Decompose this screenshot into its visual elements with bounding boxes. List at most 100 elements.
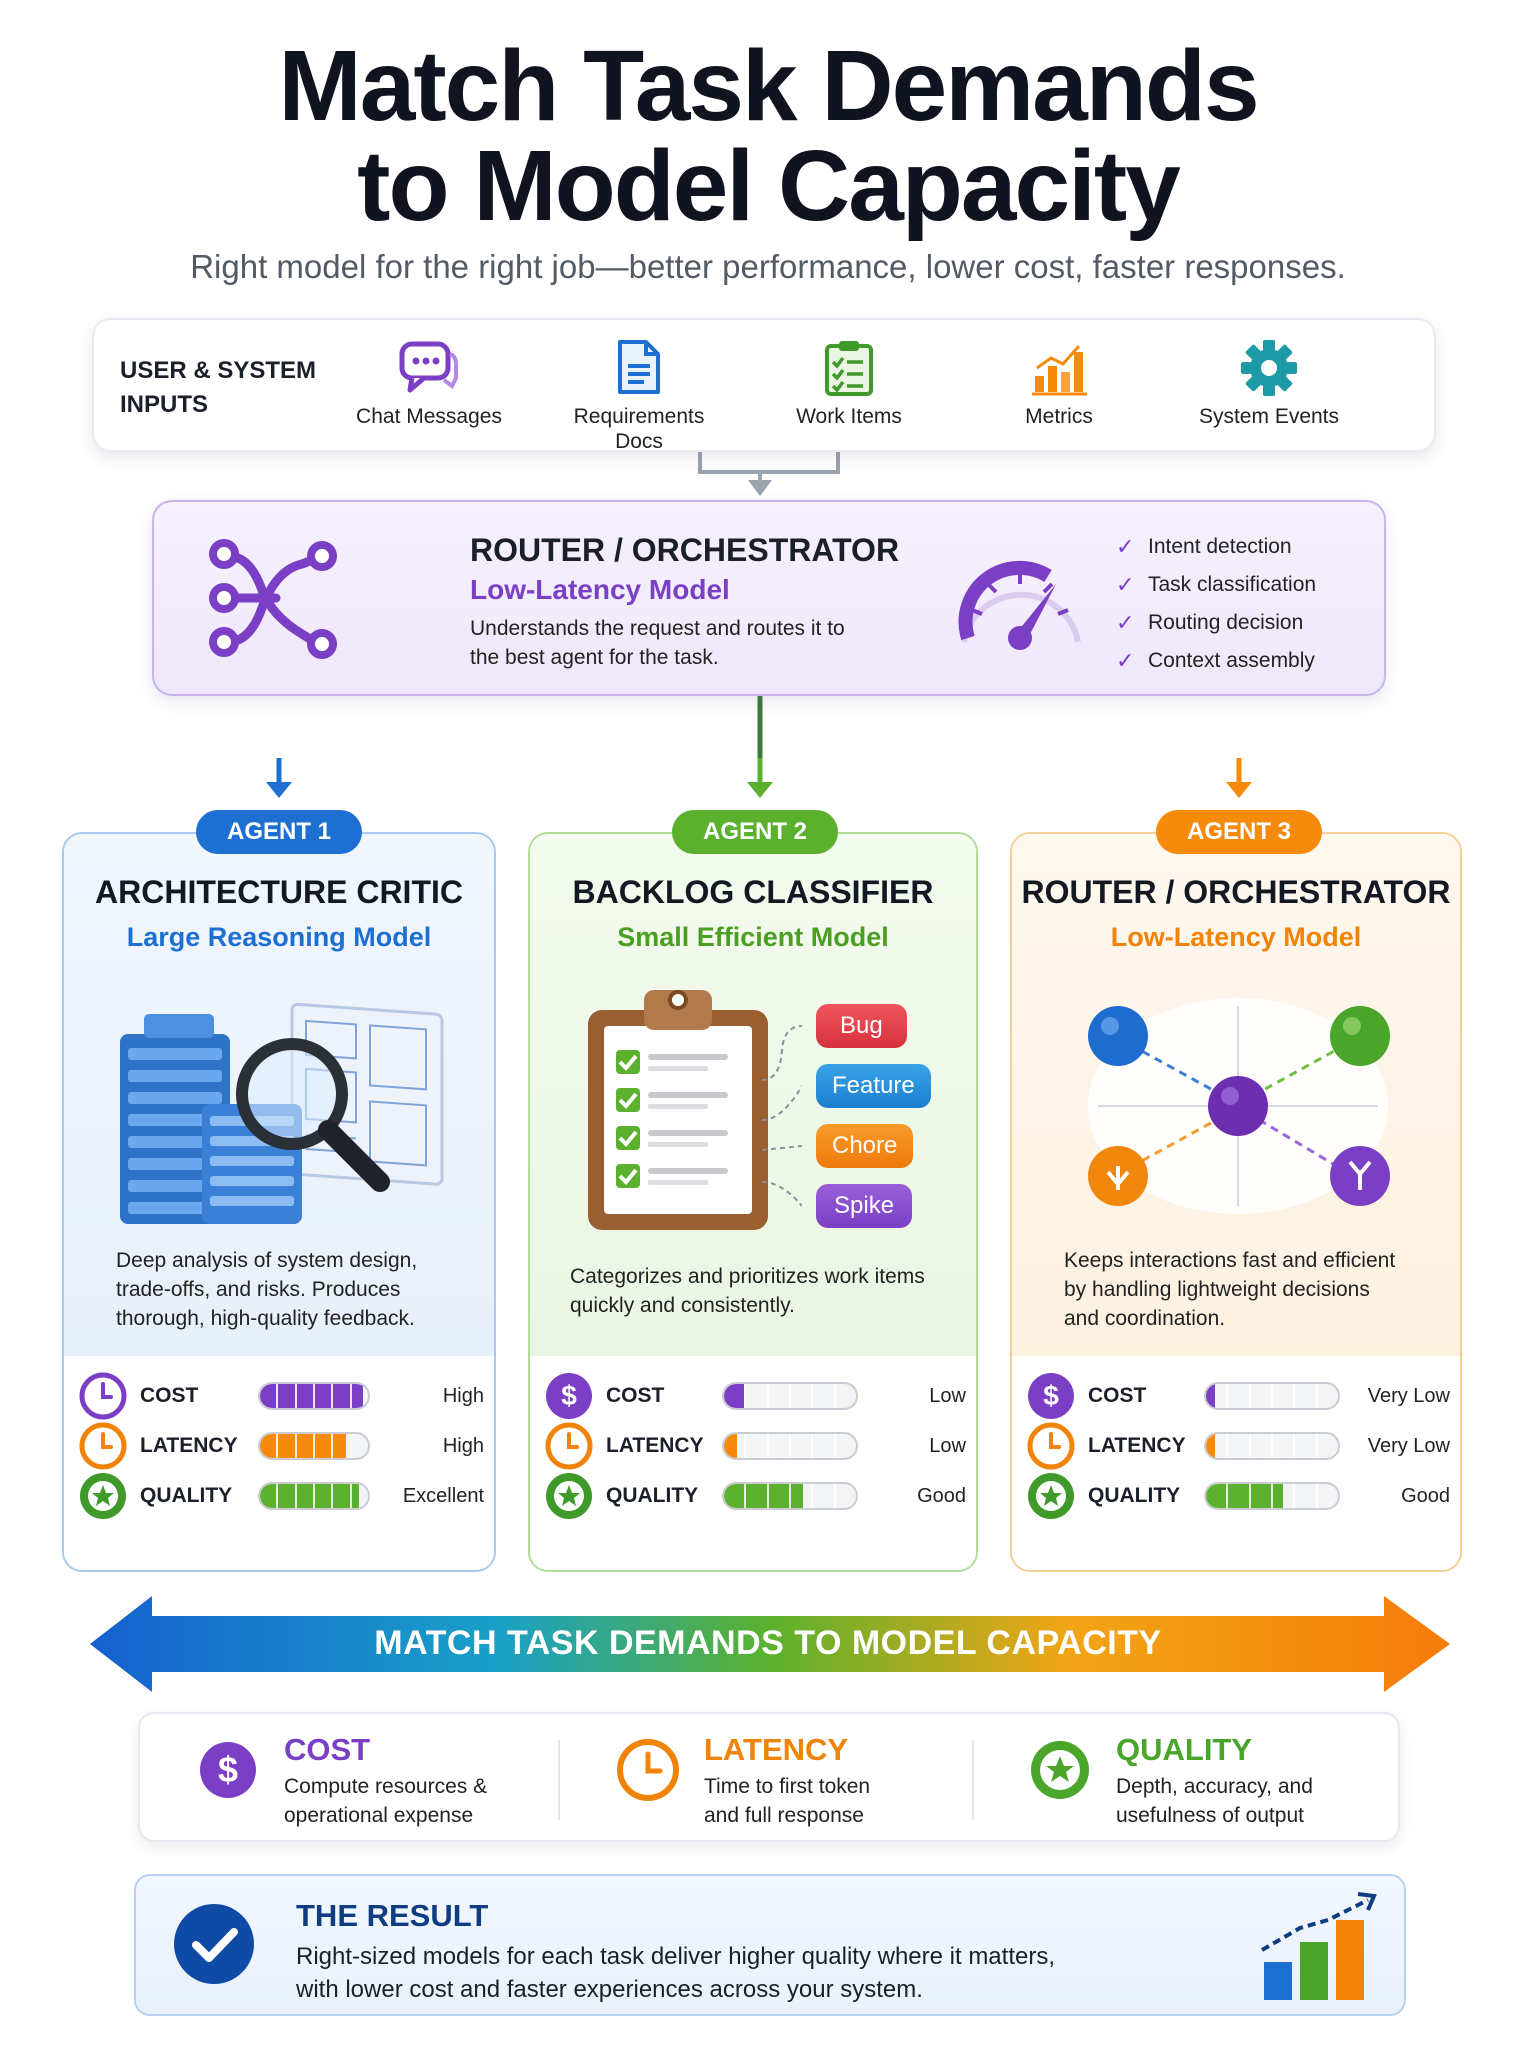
network-icon <box>209 539 337 659</box>
gear-icon <box>1241 340 1297 396</box>
input-system-events[interactable]: System Events <box>1174 338 1364 429</box>
router-title: ROUTER / ORCHESTRATOR <box>470 532 900 568</box>
agent-2-latency-bar <box>722 1432 858 1460</box>
agent-3-quality-bar <box>1204 1482 1340 1510</box>
agent-2-description-line-1: Categorizes and prioritizes work items <box>570 1265 925 1288</box>
bar-segment <box>1318 1434 1338 1458</box>
inputs-label-line-1: USER & SYSTEM <box>120 357 317 384</box>
agent-3-badge: AGENT 3 <box>1156 810 1322 854</box>
agent-2-cost-value: Low <box>929 1384 966 1407</box>
agent-3-latency-bar <box>1204 1432 1340 1460</box>
document-icon <box>618 340 660 394</box>
bar-segment <box>1251 1384 1273 1408</box>
bar-segment <box>724 1384 747 1408</box>
bar-segment <box>791 1384 814 1408</box>
agent-2-description: Categorizes and prioritizes work items q… <box>570 1262 970 1320</box>
chat-icon <box>399 341 458 393</box>
check-task-classification: ✓Task classification <box>1116 566 1316 604</box>
clock-icon <box>617 1739 679 1801</box>
bar-segment <box>1295 1384 1318 1408</box>
agent-3-description-line-3: and coordination. <box>1064 1307 1226 1330</box>
bar-segment <box>836 1434 856 1458</box>
agent-2-cost-row: $ COST Low <box>544 1368 966 1424</box>
agent-1-latency-value: High <box>442 1434 484 1457</box>
check-routing-decision: ✓Routing decision <box>1116 604 1316 642</box>
agent-1-card: ARCHITECTURE CRITIC Large Reasoning Mode… <box>62 832 496 1572</box>
inputs-panel-label: USER & SYSTEM INPUTS <box>120 354 320 422</box>
check-context-assembly: ✓Context assembly <box>1116 642 1316 680</box>
svg-text:$: $ <box>218 1749 238 1790</box>
metric-legend: $ COST Compute resources & operational e… <box>138 1712 1400 1842</box>
bar-segment <box>1251 1484 1273 1508</box>
branch-to-agent-1-arrowhead <box>266 782 292 798</box>
bar-segment <box>1273 1484 1296 1508</box>
agent-2-cost-bar-fill <box>724 1384 744 1408</box>
bar-segment <box>260 1484 279 1508</box>
banner-title: MATCH TASK DEMANDS TO MODEL CAPACITY <box>374 1624 1162 1662</box>
router-panel: ROUTER / ORCHESTRATOR Low-Latency Model … <box>152 500 1386 696</box>
agent-3-cost-value: Very Low <box>1367 1384 1450 1407</box>
svg-text:$: $ <box>561 1380 577 1411</box>
bar-segment <box>352 1434 368 1458</box>
bar-chart-icon <box>1032 345 1087 396</box>
input-work-items[interactable]: Work Items <box>754 338 944 429</box>
bar-segments <box>1206 1384 1338 1408</box>
agent-1-title: ARCHITECTURE CRITIC <box>95 874 463 910</box>
legend-latency-description-line-1: Time to first token <box>704 1775 871 1798</box>
bar-segment <box>315 1484 334 1508</box>
agent-2-cost-bar <box>722 1382 858 1410</box>
bar-segment <box>1251 1434 1273 1458</box>
bar-segment <box>333 1484 352 1508</box>
agent-2-quality-bar <box>722 1482 858 1510</box>
result-title: THE RESULT <box>296 1898 489 1933</box>
router-check-list: ✓Intent detection ✓Task classification ✓… <box>1116 528 1316 680</box>
legend-cost-description-line-2: operational expense <box>284 1804 474 1827</box>
input-requirements-docs[interactable]: Requirements Docs <box>544 338 734 454</box>
cost-icon <box>79 1372 127 1420</box>
agent-1-cost-value: High <box>442 1384 484 1407</box>
bar-segment <box>813 1484 836 1508</box>
bar-segments <box>260 1384 368 1408</box>
input-chat-messages[interactable]: Chat Messages <box>334 338 524 429</box>
quality-badge-icon <box>80 1473 126 1519</box>
bar-segment <box>260 1434 279 1458</box>
legend-latency: LATENCY Time to first token and full res… <box>616 1732 870 1830</box>
page-title-line-1: Match Task Demands <box>278 30 1259 142</box>
bar-segment <box>1206 1384 1229 1408</box>
checkmark-icon: ✓ <box>1116 534 1135 559</box>
legend-divider <box>558 1740 560 1820</box>
check-routing-decision-label: Routing decision <box>1148 611 1304 634</box>
checkmark-circle-icon <box>174 1904 254 1984</box>
router-subtitle: Low-Latency Model <box>470 574 730 605</box>
agent-2-cost-label: COST <box>606 1384 665 1407</box>
legend-quality-description-line-2: usefulness of output <box>1116 1804 1304 1827</box>
bar-segment <box>352 1384 368 1408</box>
banner-double-arrow <box>90 1596 1450 1692</box>
tag-connectors <box>762 1025 802 1207</box>
bar-segment <box>278 1384 297 1408</box>
legend-cost-description-line-1: Compute resources & <box>284 1775 488 1798</box>
bar-segment <box>813 1384 836 1408</box>
check-context-assembly-label: Context assembly <box>1148 649 1315 672</box>
legend-cost-name: COST <box>284 1732 371 1767</box>
agent-2-latency-label: LATENCY <box>606 1434 704 1457</box>
router-description: Understands the request and routes it to… <box>470 614 890 672</box>
growth-chart-icon <box>1260 1892 1377 2000</box>
input-work-items-label: Work Items <box>796 405 902 428</box>
bar-segment <box>813 1434 836 1458</box>
input-requirements-docs-label-line-2: Docs <box>615 430 663 453</box>
bar-segment <box>746 1484 769 1508</box>
inputs-to-router-arrowhead <box>748 480 772 496</box>
agent-2-title: BACKLOG CLASSIFIER <box>572 874 934 910</box>
speedometer-icon <box>958 560 1081 650</box>
bar-segment <box>769 1484 791 1508</box>
bar-segments <box>724 1434 856 1458</box>
input-metrics[interactable]: Metrics <box>964 338 1154 429</box>
